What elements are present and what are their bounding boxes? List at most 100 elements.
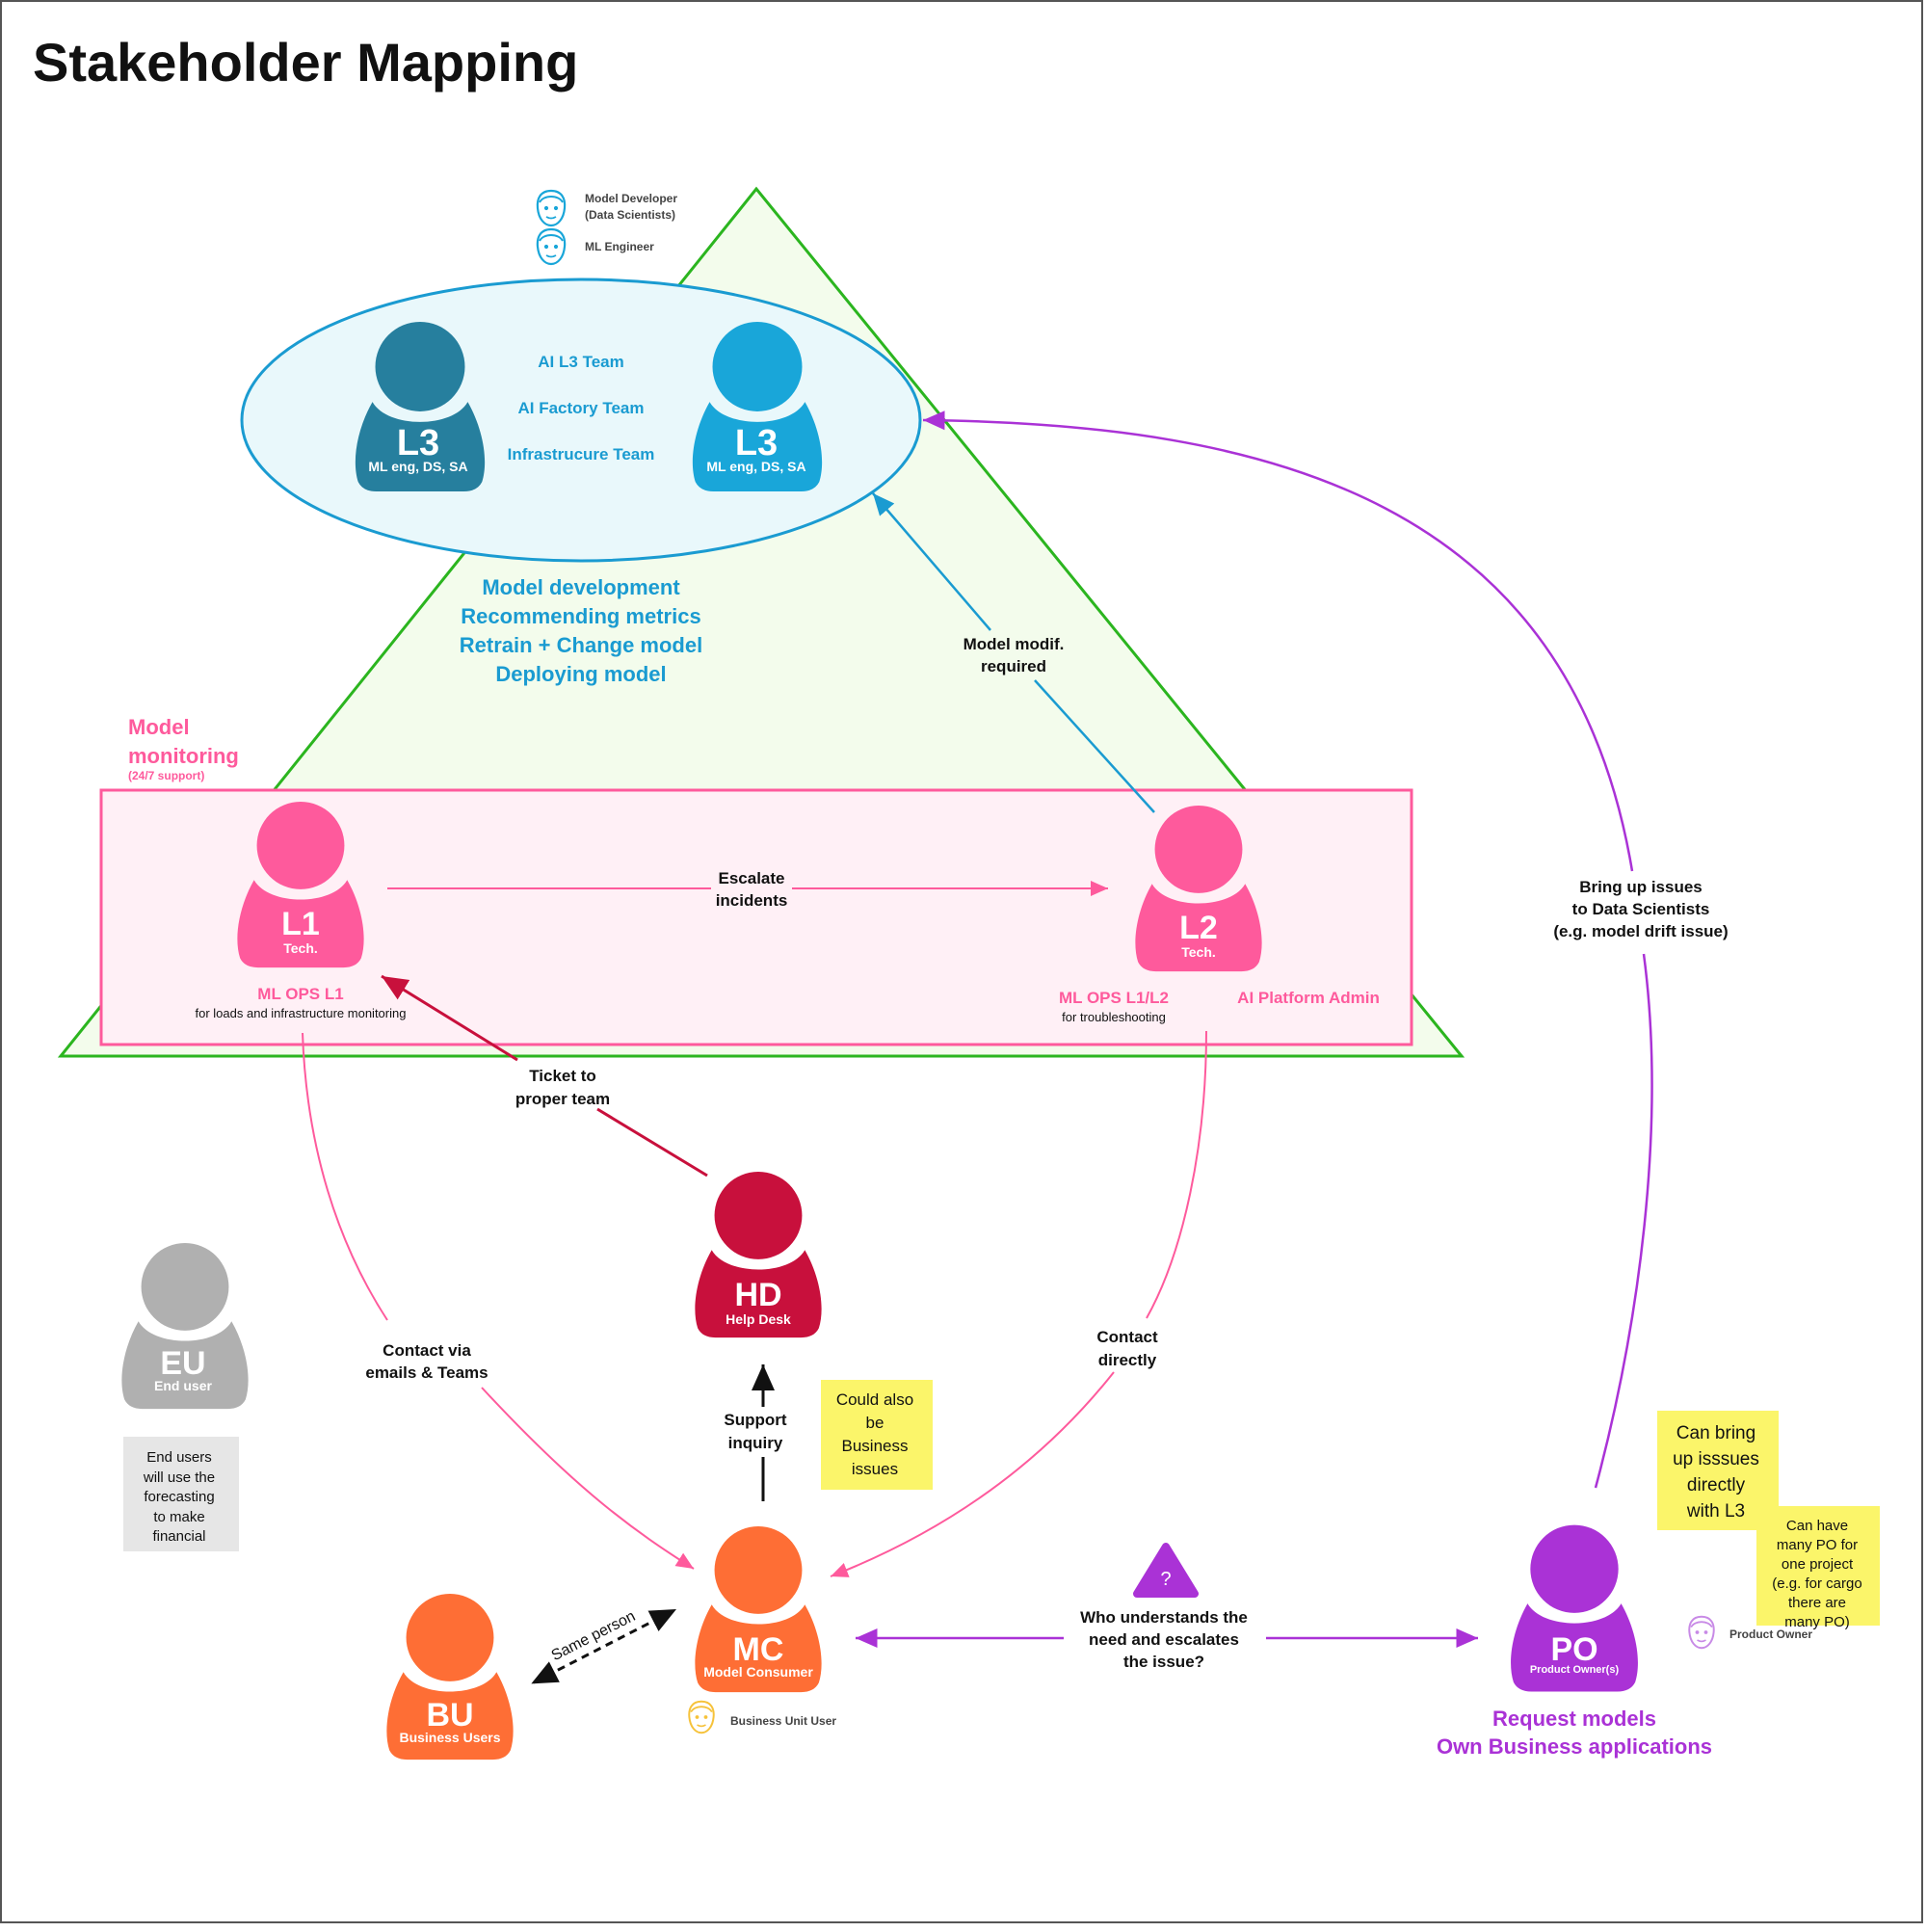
- l2-code: L2: [1179, 910, 1218, 946]
- end-users-note: [123, 1437, 239, 1551]
- ticket-arrow-lower: [596, 1107, 708, 1178]
- l3-left-code: L3: [397, 423, 439, 463]
- product-owner-icon: [1688, 1615, 1715, 1650]
- monitoring-title-line2: monitoring: [128, 744, 239, 768]
- model-modif-arrow-upper: [872, 492, 991, 631]
- ticket-label-line1: Ticket to: [529, 1067, 596, 1085]
- escalate-label-line1: Escalate: [719, 869, 785, 887]
- could-also-sticky: [821, 1380, 933, 1490]
- l3-team-ellipse: [240, 278, 922, 563]
- product-owner-label: Product Owner: [1729, 1628, 1812, 1641]
- contact-via-line-lower: [481, 1387, 695, 1570]
- bu-code: BU: [426, 1697, 473, 1734]
- l3-right-sub: ML eng, DS, SA: [706, 459, 805, 474]
- team-ai-factory: AI Factory Team: [517, 399, 644, 417]
- can-bring-line2: up isssues: [1673, 1449, 1759, 1469]
- could-also-line4: issues: [852, 1460, 898, 1478]
- support-inquiry-label-line2: inquiry: [728, 1434, 783, 1452]
- ml-engineer-icon: [536, 227, 567, 266]
- contact-via-label-line2: emails & Teams: [365, 1363, 488, 1382]
- l1-sub: Tech.: [283, 940, 318, 956]
- bring-up-line1: Bring up issues: [1579, 878, 1703, 896]
- bring-up-line-upper: [922, 410, 1634, 872]
- activity-model-development: Model development: [482, 575, 680, 599]
- contact-via-line-upper: [302, 1032, 388, 1321]
- l3-right-code: L3: [735, 423, 778, 463]
- could-also-line1: Could also: [836, 1390, 913, 1409]
- eu-sub: End user: [154, 1378, 212, 1393]
- activity-deploying: Deploying model: [495, 662, 666, 686]
- model-modif-label-line2: required: [981, 657, 1046, 675]
- contact-via-label-line1: Contact via: [383, 1341, 471, 1360]
- model-developer-label: Model Developer: [585, 192, 677, 205]
- activity-recommending-metrics: Recommending metrics: [461, 604, 700, 628]
- end-users-note-line1: End users: [146, 1449, 212, 1466]
- bring-up-line-lower: [1594, 953, 1653, 1489]
- ticket-arrow-upper: [381, 974, 518, 1062]
- l2-desc: for troubleshooting: [1062, 1010, 1166, 1024]
- l2-sub: Tech.: [1181, 944, 1216, 960]
- po-desc-line1: Request models: [1492, 1707, 1656, 1731]
- can-have-line4: (e.g. for cargo: [1772, 1575, 1861, 1592]
- could-also-line3: Business: [842, 1437, 909, 1455]
- business-unit-user-icon: [688, 1700, 715, 1734]
- business-unit-user-label: Business Unit User: [730, 1714, 836, 1728]
- question-mark: ?: [1160, 1569, 1171, 1590]
- model-developer-icon: [536, 189, 567, 227]
- team-ai-l3: AI L3 Team: [538, 353, 623, 371]
- eu-code: EU: [160, 1345, 205, 1382]
- end-users-note-line4: to make: [153, 1509, 204, 1525]
- monitoring-sub: (24/7 support): [128, 769, 204, 782]
- can-have-line2: many PO for: [1777, 1537, 1858, 1553]
- can-have-sticky: [1756, 1506, 1880, 1626]
- can-bring-line1: Can bring: [1676, 1423, 1755, 1443]
- po-desc-line2: Own Business applications: [1437, 1734, 1712, 1759]
- bu-sub: Business Users: [399, 1730, 500, 1745]
- l3-left-sub: ML eng, DS, SA: [368, 459, 467, 474]
- model-modif-arrow-lower: [1034, 679, 1155, 813]
- ml-engineer-label: ML Engineer: [585, 240, 654, 253]
- page-title: Stakeholder Mapping: [33, 32, 578, 93]
- can-bring-line4: with L3: [1686, 1501, 1745, 1522]
- can-have-line5: there are: [1788, 1595, 1846, 1611]
- po-code: PO: [1550, 1631, 1597, 1668]
- contact-directly-label-line1: Contact: [1096, 1328, 1158, 1346]
- l1-role: ML OPS L1: [257, 985, 343, 1003]
- bring-up-line2: to Data Scientists: [1572, 900, 1710, 918]
- could-also-line2: be: [866, 1414, 884, 1432]
- l1-desc: for loads and infrastructure monitoring: [196, 1006, 407, 1020]
- l2-role: ML OPS L1/L2: [1059, 989, 1169, 1007]
- who-understands-line3: the issue?: [1123, 1653, 1204, 1671]
- escalate-label-line2: incidents: [716, 891, 788, 910]
- end-users-note-line2: will use the: [143, 1469, 215, 1486]
- ticket-label-line2: proper team: [515, 1090, 610, 1108]
- end-users-note-line5: financial: [152, 1528, 205, 1545]
- hd-sub: Help Desk: [726, 1311, 791, 1327]
- contact-directly-label-line2: directly: [1098, 1351, 1157, 1369]
- support-inquiry-label-line1: Support: [724, 1411, 786, 1429]
- po-sub: Product Owner(s): [1530, 1664, 1620, 1676]
- monitoring-title-line1: Model: [128, 715, 190, 739]
- who-understands-line2: need and escalates: [1089, 1630, 1239, 1649]
- can-have-line1: Can have: [1786, 1518, 1848, 1534]
- bring-up-line3: (e.g. model drift issue): [1553, 922, 1728, 940]
- model-developer-sublabel: (Data Scientists): [585, 208, 675, 222]
- l2-role2: AI Platform Admin: [1237, 989, 1380, 1007]
- question-warning-icon: [1133, 1543, 1199, 1598]
- can-have-line3: one project: [1782, 1556, 1854, 1573]
- mc-sub: Model Consumer: [703, 1664, 813, 1680]
- team-infrastructure: Infrastrucure Team: [508, 445, 655, 463]
- contact-directly-line-lower: [830, 1371, 1115, 1577]
- activity-retrain: Retrain + Change model: [460, 633, 702, 657]
- mc-code: MC: [733, 1631, 784, 1668]
- can-bring-line3: directly: [1687, 1475, 1746, 1495]
- can-have-line6: many PO): [1784, 1614, 1850, 1630]
- who-understands-line1: Who understands the: [1080, 1608, 1248, 1627]
- contact-directly-line-upper: [1146, 1030, 1207, 1319]
- hd-code: HD: [734, 1277, 781, 1313]
- end-users-note-line3: forecasting: [144, 1489, 214, 1505]
- l1-code: L1: [281, 906, 320, 942]
- model-modif-label-line1: Model modif.: [964, 635, 1065, 653]
